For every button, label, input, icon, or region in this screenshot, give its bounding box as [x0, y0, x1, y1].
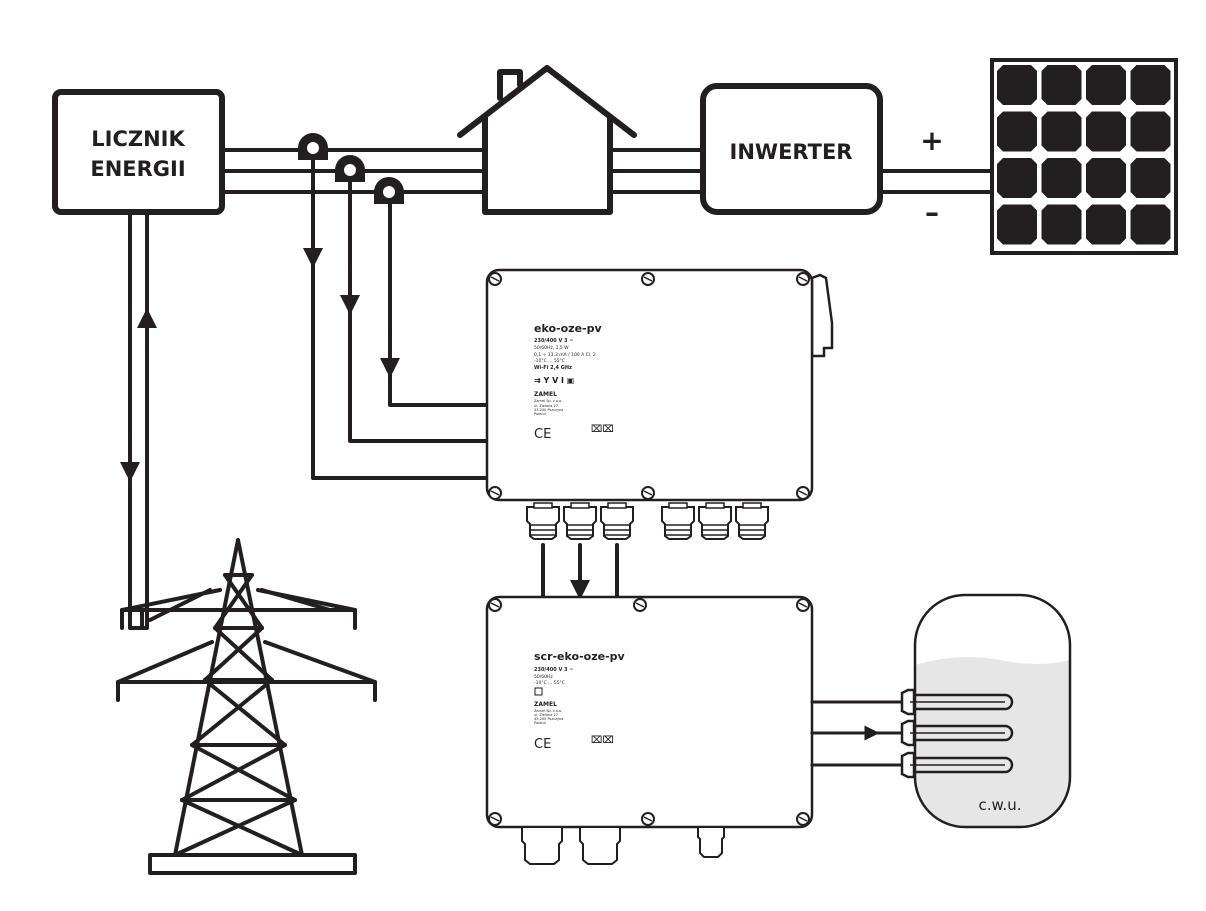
antenna-icon	[810, 273, 834, 358]
ct-clamp-3	[374, 177, 404, 204]
hot-water-tank: c.w.u.	[913, 593, 1072, 829]
scr-eko-oze-pv-device: scr-eko-oze-pv 230/400 V 3 ~ 50/60Hz -10…	[485, 595, 814, 865]
solar-cell	[1041, 65, 1082, 105]
ce-mark: CE	[534, 737, 551, 752]
solar-cell	[1130, 111, 1171, 152]
solar-cell	[1041, 158, 1082, 198]
meter-label-1: LICZNIK	[91, 127, 185, 151]
tank-label: c.w.u.	[979, 796, 1022, 814]
solar-panel-icon	[990, 58, 1178, 255]
eko-oze-pv-device: eko-oze-pv 230/400 V 3 ~ 50/60Hz, 1,5 W …	[485, 268, 834, 540]
address: ul. Zielona 27	[534, 404, 558, 408]
device1-symbols: ⇉ Y V I ▣	[534, 376, 574, 385]
address: Poland	[534, 721, 546, 725]
device2-spec: -10°C ... 55°C	[534, 680, 565, 686]
grid-connection	[120, 210, 157, 630]
device2-spec: 50/60Hz	[534, 674, 553, 680]
power-pylon-icon	[116, 538, 377, 875]
heater-lines	[810, 688, 1014, 779]
phase-lines	[220, 148, 705, 194]
solar-cell	[1041, 204, 1082, 245]
address: 43-200 Pszczyna	[534, 717, 563, 721]
device1-spec: 50/60Hz, 1,5 W	[534, 345, 569, 351]
current-clamps	[298, 133, 489, 480]
solar-cell	[997, 158, 1037, 198]
ct-clamp-1	[298, 133, 328, 160]
device1-spec: 230/400 V 3 ~	[534, 338, 573, 344]
solar-cell	[1086, 158, 1126, 198]
solar-cell	[1130, 158, 1171, 198]
energy-meter: LICZNIK ENERGII	[52, 89, 225, 215]
zamel-logo: ZAMEL	[534, 391, 557, 398]
inverter: INWERTER	[700, 83, 883, 215]
inverter-label: INWERTER	[730, 140, 853, 164]
address: Zamel Sp. z o.o.	[534, 709, 562, 713]
address: Zamel Sp. z o.o.	[534, 399, 562, 403]
solar-cell	[1086, 65, 1126, 105]
ct-clamp-2	[335, 155, 365, 182]
solar-cell	[1130, 65, 1171, 105]
solar-cell	[997, 204, 1037, 245]
solar-cell	[1086, 204, 1126, 245]
zamel-logo: ZAMEL	[534, 701, 557, 708]
device1-spec: -10°C ... 55°C	[534, 358, 565, 364]
house-icon	[457, 65, 637, 215]
ce-mark: CE	[534, 427, 551, 442]
device1-spec: Wi-Fi 2,4 GHz	[534, 365, 572, 371]
device2-name: scr-eko-oze-pv	[534, 650, 626, 663]
solar-cell	[1086, 111, 1126, 152]
meter-label-2: ENERGII	[90, 157, 185, 181]
solar-cell	[997, 65, 1037, 105]
device1-name: eko-oze-pv	[534, 322, 602, 335]
pv-minus: –	[925, 196, 939, 229]
weee-icon: ⌧⌧	[591, 424, 614, 435]
address: Poland	[534, 412, 546, 416]
address: 43-200 Pszczyna	[534, 408, 563, 412]
solar-cell	[997, 111, 1037, 152]
pv-plus: +	[920, 124, 943, 157]
double-insulation-icon	[534, 687, 543, 696]
solar-cell	[1041, 111, 1082, 152]
weee-icon: ⌧⌧	[591, 735, 614, 746]
device2-spec: 230/400 V 3 ~	[534, 667, 573, 673]
device1-spec: 0,1 ÷ 33,3 mA / 100 A Cl. 2	[534, 352, 596, 358]
address: ul. Zielona 27	[534, 713, 558, 717]
solar-cell	[1130, 204, 1171, 245]
